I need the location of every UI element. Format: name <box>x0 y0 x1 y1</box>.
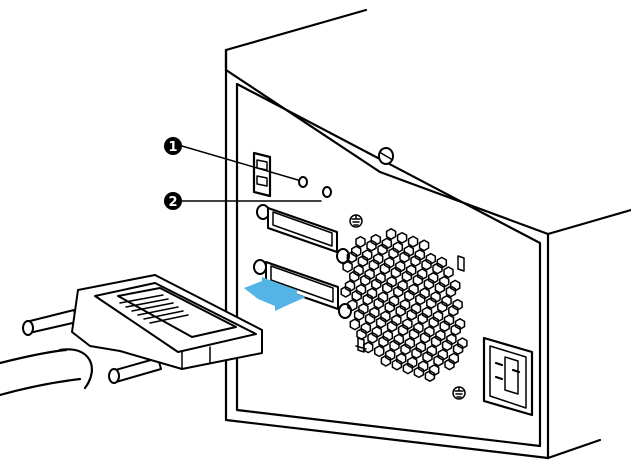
grille-hole <box>444 358 455 371</box>
grille-hole <box>417 312 428 325</box>
grille-hole <box>413 366 425 379</box>
grille-hole <box>371 278 382 290</box>
grille-hole <box>422 350 433 363</box>
grille-hole <box>423 277 435 290</box>
grille-hole <box>380 354 392 367</box>
grille-hole <box>355 235 366 248</box>
lock-icon <box>355 337 367 353</box>
grille-hole <box>408 327 420 340</box>
grille-hole <box>385 228 397 240</box>
led-indicator-2 <box>322 186 332 198</box>
callout-2: 2 <box>164 192 182 210</box>
grille-hole <box>395 304 406 317</box>
grille-hole <box>433 354 444 367</box>
grille-hole <box>450 323 461 336</box>
grille-hole <box>347 299 358 312</box>
grille-hole <box>437 300 448 313</box>
grille-hole <box>351 289 362 302</box>
grille-hole <box>400 343 411 356</box>
grille-hole <box>424 370 436 382</box>
grille-hole <box>418 239 430 252</box>
ground-symbol-icon <box>349 214 363 228</box>
grille-hole <box>377 243 388 256</box>
grille-hole <box>430 335 442 348</box>
grille-hole <box>406 308 417 321</box>
grille-hole <box>373 345 385 358</box>
callout-1: 1 <box>164 137 182 155</box>
grille-hole <box>412 274 424 286</box>
grille-hole <box>340 285 351 298</box>
grille-hole <box>389 339 400 352</box>
grille-hole <box>375 316 387 329</box>
scsi-cable-connector <box>0 274 263 397</box>
grille-hole <box>386 320 398 333</box>
grille-hole <box>399 251 410 263</box>
grille-hole <box>384 301 395 313</box>
callout-leader-1 <box>181 145 299 181</box>
grille-hole <box>391 358 403 371</box>
grille-hole <box>382 281 393 294</box>
scsi-port-lower <box>253 259 352 319</box>
led-indicator-1 <box>298 176 308 188</box>
grille-hole <box>407 235 419 248</box>
grille-hole <box>441 339 453 352</box>
grille-hole <box>445 285 457 298</box>
grille-hole <box>353 308 365 321</box>
grille-hole <box>426 297 437 309</box>
grille-hole <box>357 255 369 267</box>
grille-hole <box>393 285 404 298</box>
grille-hole <box>410 254 421 267</box>
fan-grille <box>340 228 468 382</box>
grille-hole <box>360 274 371 287</box>
grille-hole <box>390 266 402 279</box>
grille-hole <box>362 293 373 306</box>
lock-icon <box>457 255 465 272</box>
grille-hole <box>368 258 380 271</box>
grille-hole <box>373 297 384 310</box>
grille-hole <box>366 239 377 252</box>
callout-1-label: 1 <box>168 140 177 155</box>
callout-2-label: 2 <box>168 195 177 210</box>
grille-hole <box>443 266 454 279</box>
grille-hole <box>421 258 432 271</box>
grille-hole <box>349 318 361 331</box>
grille-hole <box>404 289 415 302</box>
grille-hole <box>388 247 399 260</box>
grille-hole <box>396 231 408 244</box>
grille-hole <box>419 331 431 344</box>
grille-hole <box>411 347 422 359</box>
grille-hole <box>432 262 443 275</box>
grille-hole <box>379 262 391 275</box>
grille-hole <box>452 343 464 355</box>
grille-hole <box>364 312 376 325</box>
insert-arrow-icon <box>244 277 306 311</box>
scsi-id-switch <box>252 151 272 198</box>
grille-hole <box>434 281 446 294</box>
grille-hole <box>402 362 414 375</box>
grille-hole <box>439 320 450 332</box>
grille-hole <box>401 270 413 283</box>
grille-hole <box>349 270 360 283</box>
grille-hole <box>362 341 374 354</box>
drive-chassis <box>224 8 631 460</box>
grille-hole <box>367 331 378 344</box>
grille-hole <box>346 251 358 264</box>
grille-hole <box>342 260 353 273</box>
scsi-port-upper <box>256 204 350 264</box>
grille-hole <box>378 335 389 348</box>
grille-hole <box>415 293 426 306</box>
top-screw <box>378 147 394 165</box>
grille-hole <box>448 304 459 317</box>
ground-symbol-icon <box>452 386 466 400</box>
power-inlet-icon <box>482 336 534 417</box>
grille-hole <box>428 316 439 329</box>
grille-hole <box>397 324 409 336</box>
